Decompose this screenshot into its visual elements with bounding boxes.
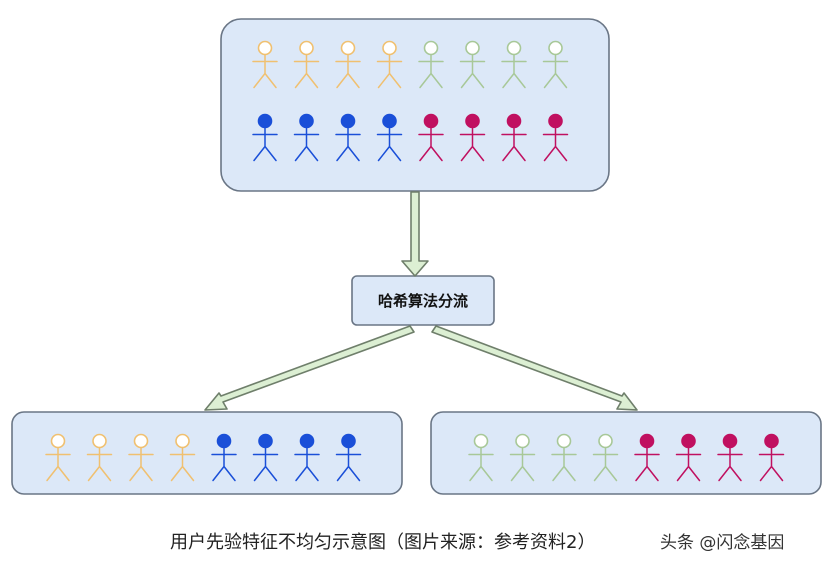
magenta-user-figure <box>501 113 527 162</box>
blue-user-figure <box>293 113 320 162</box>
green-user-figure <box>551 433 577 482</box>
magenta-user-figure <box>418 113 444 162</box>
green-user-figure <box>542 40 569 89</box>
yellow-user-figure <box>45 433 71 482</box>
blue-user-figure <box>376 113 403 162</box>
left-bucket-box <box>11 411 403 495</box>
blue-user-figure <box>335 113 361 162</box>
yellow-user-figure <box>128 433 154 482</box>
green-user-figure <box>418 40 444 89</box>
hash-process-box <box>351 275 495 326</box>
yellow-user-figure <box>252 40 278 89</box>
green-user-figure <box>459 40 486 89</box>
blue-user-figure <box>211 433 237 482</box>
left-arrow <box>204 325 415 411</box>
green-user-figure <box>509 433 536 482</box>
magenta-user-figure <box>459 113 486 162</box>
green-user-figure <box>501 40 527 89</box>
magenta-user-figure <box>634 433 660 482</box>
blue-user-figure <box>335 433 362 482</box>
hash-process-label: 哈希算法分流 <box>377 292 468 310</box>
right-arrow <box>431 325 638 411</box>
source-watermark: 头条 @闪念基因 <box>660 533 785 553</box>
green-user-figure <box>592 433 619 482</box>
blue-user-figure <box>252 433 279 482</box>
magenta-user-figure <box>675 433 702 482</box>
right-bucket-box <box>430 411 822 495</box>
yellow-user-figure <box>169 433 196 482</box>
blue-user-figure <box>252 113 278 162</box>
yellow-user-figure <box>376 40 403 89</box>
down-arrow <box>401 191 429 277</box>
blue-user-figure <box>294 433 320 482</box>
figure-caption: 用户先验特征不均匀示意图（图片来源：参考资料2） <box>170 532 596 553</box>
magenta-user-figure <box>717 433 743 482</box>
magenta-user-figure <box>542 113 569 162</box>
yellow-user-figure <box>293 40 320 89</box>
green-user-figure <box>468 433 494 482</box>
yellow-user-figure <box>335 40 361 89</box>
magenta-user-figure <box>758 433 785 482</box>
yellow-user-figure <box>86 433 113 482</box>
